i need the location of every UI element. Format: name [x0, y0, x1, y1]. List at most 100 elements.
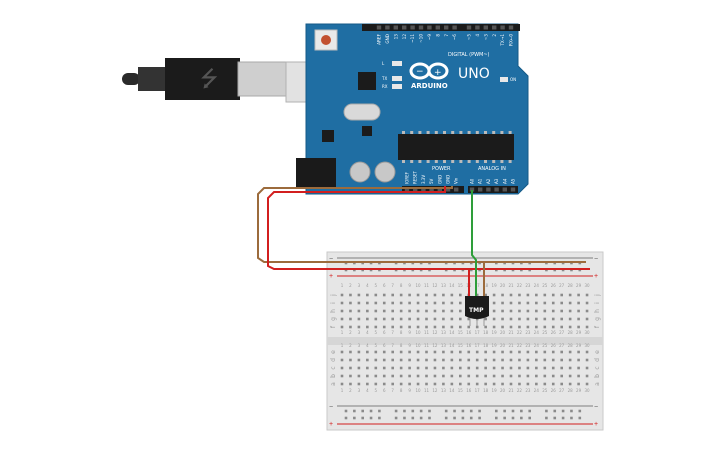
terminal-hole[interactable] [399, 374, 403, 378]
terminal-hole[interactable] [425, 374, 428, 378]
terminal-hole[interactable] [459, 366, 462, 370]
terminal-hole[interactable] [391, 374, 394, 378]
terminal-hole[interactable] [543, 350, 547, 354]
terminal-hole[interactable] [374, 374, 378, 378]
terminal-hole[interactable] [577, 358, 580, 362]
terminal-hole[interactable] [433, 317, 437, 321]
terminal-hole[interactable] [585, 301, 589, 305]
rail-hole[interactable] [378, 416, 381, 420]
terminal-hole[interactable] [416, 358, 420, 362]
rail-hole[interactable] [394, 409, 398, 413]
terminal-hole[interactable] [543, 325, 547, 329]
terminal-hole[interactable] [433, 350, 437, 354]
rail-hole[interactable] [511, 416, 515, 420]
terminal-hole[interactable] [391, 301, 394, 305]
terminal-hole[interactable] [408, 301, 411, 305]
terminal-hole[interactable] [459, 358, 462, 362]
rail-hole[interactable] [545, 416, 548, 420]
terminal-hole[interactable] [492, 358, 496, 362]
terminal-hole[interactable] [366, 317, 369, 321]
rail-hole[interactable] [503, 416, 506, 420]
terminal-hole[interactable] [551, 358, 555, 362]
terminal-hole[interactable] [340, 301, 344, 305]
terminal-hole[interactable] [425, 317, 428, 321]
power-pin-hole[interactable] [421, 187, 426, 192]
terminal-hole[interactable] [382, 358, 386, 362]
power-pin-hole[interactable] [429, 187, 434, 192]
terminal-hole[interactable] [459, 317, 462, 321]
terminal-hole[interactable] [501, 325, 504, 329]
terminal-hole[interactable] [382, 382, 386, 386]
rail-hole[interactable] [469, 416, 473, 420]
terminal-hole[interactable] [577, 293, 580, 297]
terminal-hole[interactable] [366, 366, 369, 370]
terminal-hole[interactable] [382, 301, 386, 305]
terminal-hole[interactable] [535, 374, 538, 378]
rail-hole[interactable] [411, 416, 415, 420]
digital-pin-hole[interactable] [435, 25, 440, 30]
terminal-hole[interactable] [467, 317, 471, 321]
terminal-hole[interactable] [450, 366, 454, 370]
terminal-hole[interactable] [399, 301, 403, 305]
terminal-hole[interactable] [543, 309, 547, 313]
terminal-hole[interactable] [349, 350, 352, 354]
rail-hole[interactable] [378, 409, 381, 413]
terminal-hole[interactable] [416, 366, 420, 370]
terminal-hole[interactable] [442, 374, 445, 378]
terminal-hole[interactable] [526, 325, 530, 329]
terminal-hole[interactable] [535, 350, 538, 354]
terminal-hole[interactable] [475, 366, 479, 370]
terminal-hole[interactable] [340, 317, 344, 321]
terminal-hole[interactable] [366, 309, 369, 313]
terminal-hole[interactable] [501, 366, 504, 370]
rail-hole[interactable] [561, 416, 565, 420]
terminal-hole[interactable] [374, 350, 378, 354]
terminal-hole[interactable] [349, 293, 352, 297]
terminal-hole[interactable] [518, 317, 521, 321]
dc-power-jack[interactable] [296, 158, 336, 188]
terminal-hole[interactable] [492, 366, 496, 370]
terminal-hole[interactable] [577, 350, 580, 354]
terminal-hole[interactable] [340, 350, 344, 354]
rail-hole[interactable] [444, 409, 448, 413]
digital-pin-hole[interactable] [427, 25, 432, 30]
rail-hole[interactable] [369, 416, 373, 420]
terminal-hole[interactable] [382, 325, 386, 329]
rail-hole[interactable] [394, 416, 398, 420]
terminal-hole[interactable] [560, 382, 563, 386]
terminal-hole[interactable] [492, 301, 496, 305]
terminal-hole[interactable] [357, 317, 361, 321]
terminal-hole[interactable] [442, 366, 445, 370]
terminal-hole[interactable] [475, 382, 479, 386]
digital-pin-hole[interactable] [508, 25, 514, 30]
terminal-hole[interactable] [374, 301, 378, 305]
terminal-hole[interactable] [526, 374, 530, 378]
rail-hole[interactable] [419, 416, 423, 420]
terminal-hole[interactable] [568, 325, 572, 329]
terminal-hole[interactable] [551, 293, 555, 297]
terminal-hole[interactable] [543, 358, 547, 362]
terminal-hole[interactable] [568, 382, 572, 386]
rail-hole[interactable] [570, 416, 573, 420]
terminal-hole[interactable] [433, 309, 437, 313]
terminal-hole[interactable] [416, 350, 420, 354]
terminal-hole[interactable] [382, 350, 386, 354]
rail-hole[interactable] [570, 409, 573, 413]
terminal-hole[interactable] [585, 382, 589, 386]
terminal-hole[interactable] [425, 301, 428, 305]
terminal-hole[interactable] [391, 366, 394, 370]
terminal-hole[interactable] [492, 293, 496, 297]
terminal-hole[interactable] [442, 317, 445, 321]
terminal-hole[interactable] [509, 317, 513, 321]
digital-pin-hole[interactable] [475, 25, 480, 30]
terminal-hole[interactable] [391, 350, 394, 354]
terminal-hole[interactable] [560, 325, 563, 329]
terminal-hole[interactable] [374, 358, 378, 362]
rail-hole[interactable] [419, 409, 423, 413]
terminal-hole[interactable] [416, 382, 420, 386]
gnd-wire[interactable] [257, 186, 586, 263]
digital-pin-hole[interactable] [452, 25, 457, 30]
terminal-hole[interactable] [560, 358, 563, 362]
terminal-hole[interactable] [551, 350, 555, 354]
analog-pin-hole[interactable] [510, 187, 516, 192]
